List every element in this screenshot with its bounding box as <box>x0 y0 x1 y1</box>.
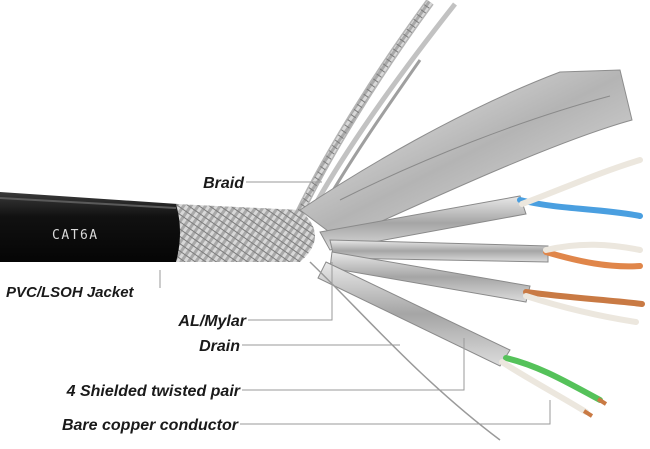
jacket-print-text: CAT6A <box>52 228 99 243</box>
leader-lines <box>159 181 551 425</box>
braid-strands <box>295 0 457 217</box>
label-pairs: 4 Shielded twisted pair <box>66 383 241 400</box>
cable-jacket <box>0 192 182 262</box>
shielded-pairs <box>317 195 549 367</box>
label-mylar: AL/Mylar <box>177 313 246 330</box>
pair-green-wires <box>499 355 603 415</box>
copper-tips <box>582 397 608 418</box>
drain-wire <box>309 261 501 441</box>
outer-foil <box>299 69 633 241</box>
label-braid: Braid <box>203 175 245 192</box>
label-jacket: PVC/LSOH Jacket <box>6 284 135 301</box>
label-conductor: Bare copper conductor <box>62 417 239 434</box>
pair-brown-wires <box>523 289 645 325</box>
label-drain: Drain <box>199 338 240 355</box>
pair-orange-wires <box>543 241 643 270</box>
pair-blue-wires <box>517 157 643 219</box>
outer-foil-fold <box>339 95 611 201</box>
jacket-highlight <box>0 197 177 209</box>
braid-shield <box>176 204 315 262</box>
